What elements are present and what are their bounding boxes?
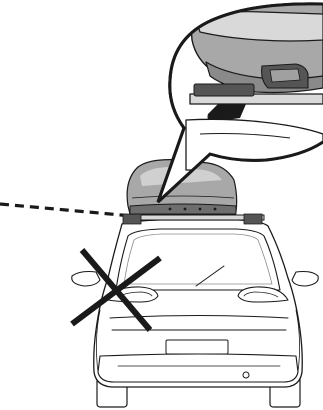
dashed-sightline xyxy=(0,204,132,216)
crossbar xyxy=(126,215,264,220)
tow-hook xyxy=(243,372,249,378)
roof-box-bolt xyxy=(169,208,172,211)
left-mirror xyxy=(72,272,100,287)
car-rear-view xyxy=(72,220,319,407)
license-plate xyxy=(166,340,228,354)
magnified-crossbar-top xyxy=(194,84,254,96)
left-rail-foot xyxy=(123,214,141,224)
roof-box-base xyxy=(130,204,236,214)
rear-bumper xyxy=(98,354,298,382)
right-rail-foot xyxy=(244,214,262,224)
right-mirror xyxy=(292,272,318,287)
callout-detail-content xyxy=(186,4,323,170)
roof-box-bolt xyxy=(184,208,187,211)
detail-callout xyxy=(158,4,323,202)
magnified-mount-detail xyxy=(270,69,300,82)
roof-box-bolt xyxy=(214,208,217,211)
roof-box-bolt xyxy=(199,208,202,211)
